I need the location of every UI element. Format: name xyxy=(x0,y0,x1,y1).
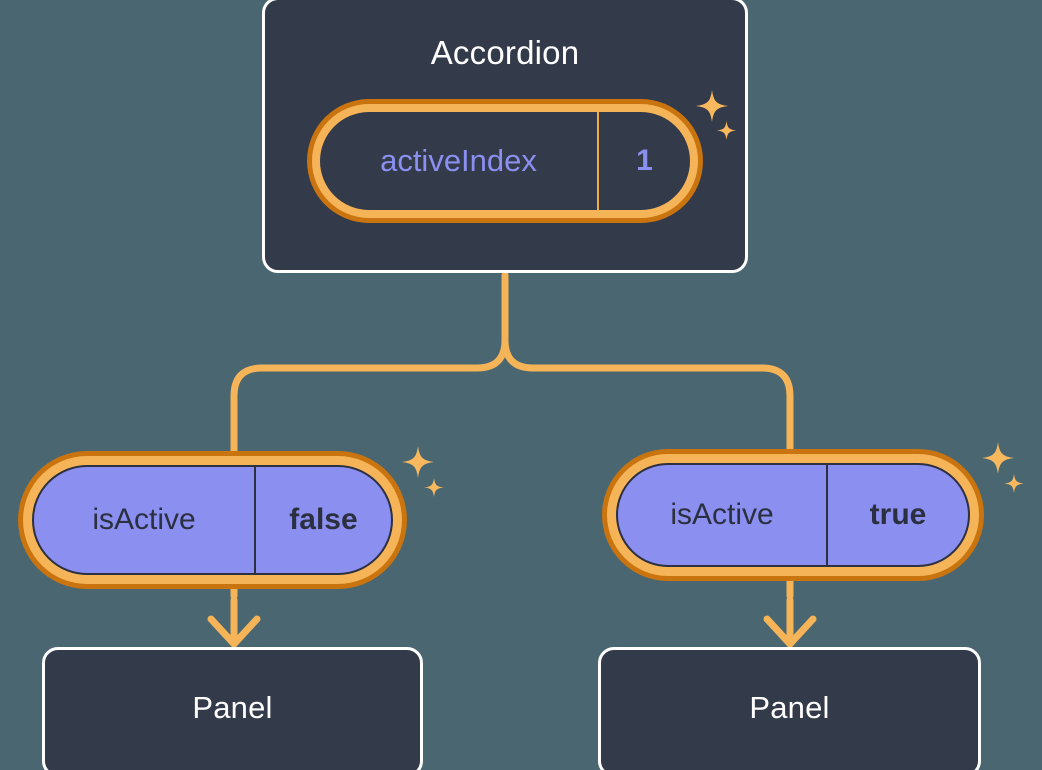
prop-pill-value: true xyxy=(869,498,927,531)
panel-title: Panel xyxy=(192,690,273,725)
state-pill-value: 1 xyxy=(636,144,653,177)
pill-body: isActive true xyxy=(616,463,970,567)
arrow-right-head xyxy=(763,615,817,648)
panel-node-card-left[interactable]: Panel xyxy=(42,647,423,770)
prop-pill-is-active-true[interactable]: isActive true xyxy=(602,449,984,581)
prop-pill-is-active-false[interactable]: isActive false xyxy=(18,451,407,589)
accordion-title: Accordion xyxy=(430,34,580,71)
sparkle-icon xyxy=(982,442,1024,493)
prop-pill-key: isActive xyxy=(34,467,256,573)
prop-pill-value: false xyxy=(289,503,358,536)
panel-node-card-right[interactable]: Panel xyxy=(598,647,981,770)
pill-body: activeIndex 1 xyxy=(320,112,690,210)
state-pill-active-index[interactable]: activeIndex 1 xyxy=(307,99,703,223)
panel-title: Panel xyxy=(749,690,830,725)
arrow-left-head xyxy=(207,615,261,648)
pill-body: isActive false xyxy=(32,465,393,575)
prop-pill-key: isActive xyxy=(618,465,828,565)
state-pill-key: activeIndex xyxy=(320,112,599,210)
